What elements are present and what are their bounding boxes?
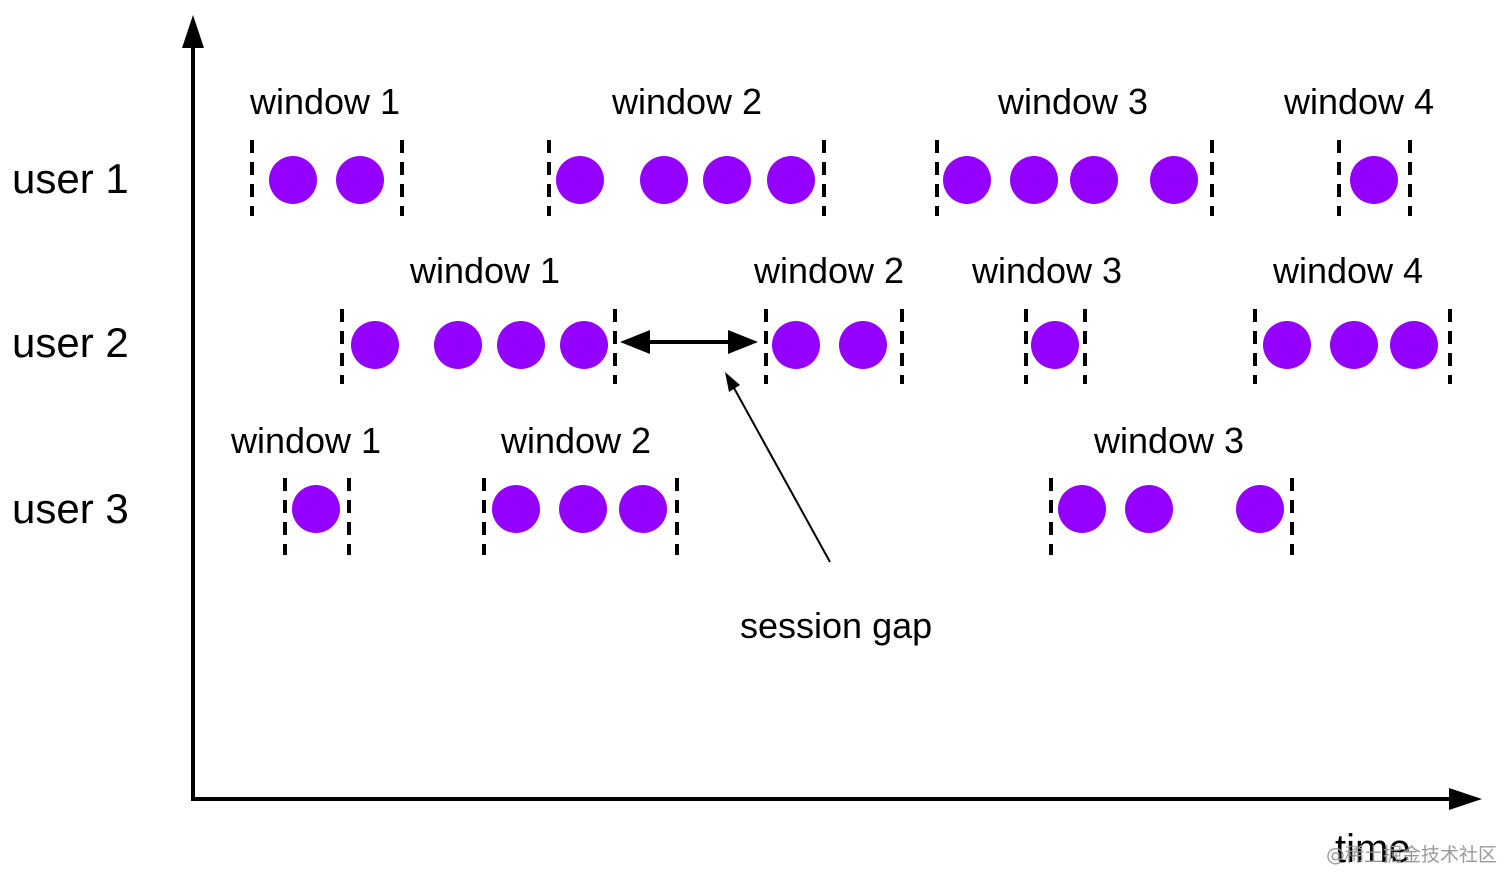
y-axis-arrowhead [182,15,204,48]
event-dot [1031,321,1079,369]
event-dot [1263,321,1311,369]
window-label: window 2 [753,250,904,291]
window-group: window 3 [935,81,1214,216]
event-dot [619,485,667,533]
window-label: window 3 [1093,420,1244,461]
window-group: window 4 [1283,81,1434,216]
user-label: user 3 [12,485,129,532]
event-dot [703,156,751,204]
window-group: window 2 [482,420,679,555]
window-label: window 4 [1272,250,1423,291]
event-dot [1125,485,1173,533]
window-label: window 4 [1283,81,1434,122]
session-gap-label: session gap [740,605,932,646]
event-dot [1150,156,1198,204]
x-axis-label: time [1335,827,1411,871]
window-label: window 2 [611,81,762,122]
window-label: window 1 [409,250,560,291]
event-dot [1330,321,1378,369]
event-dot [497,321,545,369]
event-dot [767,156,815,204]
event-dot [640,156,688,204]
event-dot [560,321,608,369]
session-gap-arrowhead-left [620,330,650,354]
event-dot [434,321,482,369]
event-dot [292,485,340,533]
window-group: window 1 [340,250,617,384]
window-group: window 3 [971,250,1122,384]
event-dot [1390,321,1438,369]
user-label: user 1 [12,155,129,202]
event-dot [1010,156,1058,204]
window-group: window 1 [249,81,404,216]
window-group: window 2 [547,81,826,216]
x-axis-arrowhead [1449,788,1482,810]
window-group: window 2 [753,250,904,384]
event-dot [559,485,607,533]
event-dot [943,156,991,204]
annotation-pointer [733,387,831,563]
annotation-pointer-arrowhead [725,372,740,392]
event-dot [492,485,540,533]
window-label: window 1 [230,420,381,461]
watermark: @稀土掘金技术社区 [1326,844,1497,866]
window-group: window 1 [230,420,381,555]
event-dot [351,321,399,369]
event-dot [772,321,820,369]
event-dot [556,156,604,204]
window-label: window 3 [971,250,1122,291]
window-label: window 3 [997,81,1148,122]
session-gap-arrowhead-right [728,330,758,354]
window-label: window 2 [500,420,651,461]
event-dot [1070,156,1118,204]
event-dot [839,321,887,369]
window-label: window 1 [249,81,400,122]
user-label: user 2 [12,319,129,366]
window-group: window 3 [1049,420,1294,555]
event-dot [336,156,384,204]
event-dot [1350,156,1398,204]
event-dot [1236,485,1284,533]
window-group: window 4 [1253,250,1452,384]
event-dot [1058,485,1106,533]
event-dot [269,156,317,204]
